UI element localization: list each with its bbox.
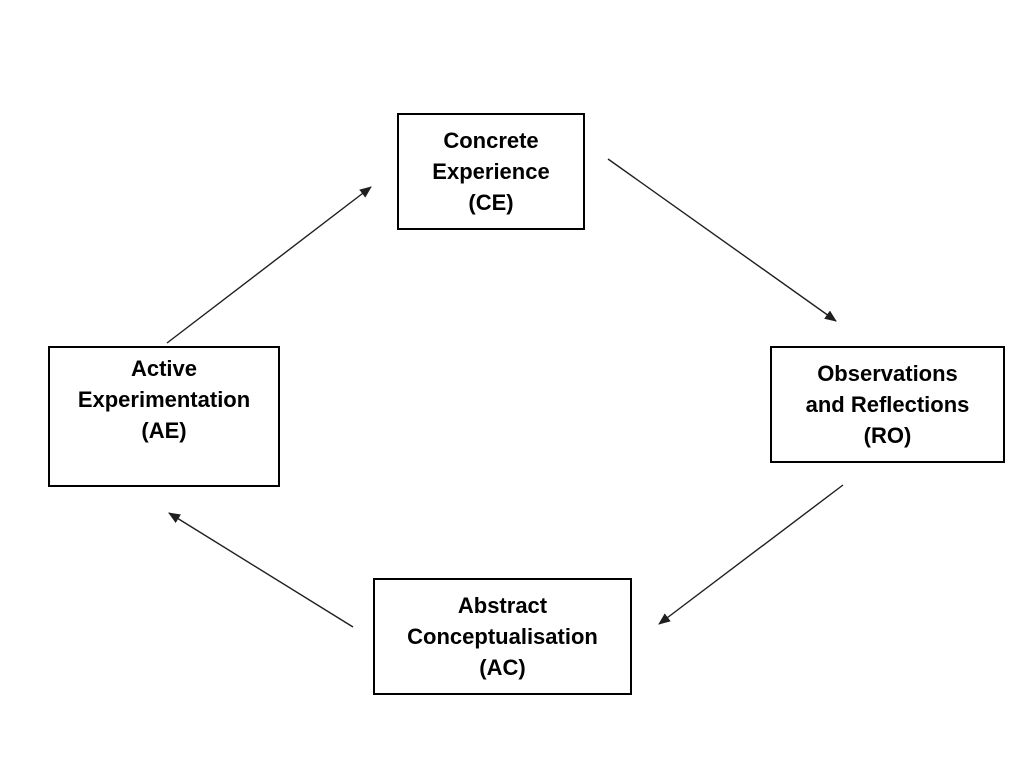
arrow-ac-to-ae bbox=[168, 512, 354, 628]
node-abstract-conceptualisation-label: Abstract Conceptualisation (AC) bbox=[407, 593, 598, 680]
arrow-ae-to-ce bbox=[166, 186, 372, 344]
node-active-experimentation-label: Active Experimentation (AE) bbox=[77, 356, 251, 443]
arrow-ro-to-ac bbox=[658, 484, 844, 625]
node-observations-reflections: Observations and Reflections (RO) bbox=[770, 346, 1005, 463]
node-abstract-conceptualisation: Abstract Conceptualisation (AC) bbox=[373, 578, 632, 695]
node-concrete-experience-label: Concrete Experience (CE) bbox=[432, 128, 550, 215]
node-observations-reflections-label: Observations and Reflections (RO) bbox=[805, 361, 970, 448]
arrow-ce-to-ro bbox=[607, 158, 837, 322]
node-concrete-experience: Concrete Experience (CE) bbox=[397, 113, 585, 230]
node-active-experimentation: Active Experimentation (AE) bbox=[48, 346, 280, 487]
